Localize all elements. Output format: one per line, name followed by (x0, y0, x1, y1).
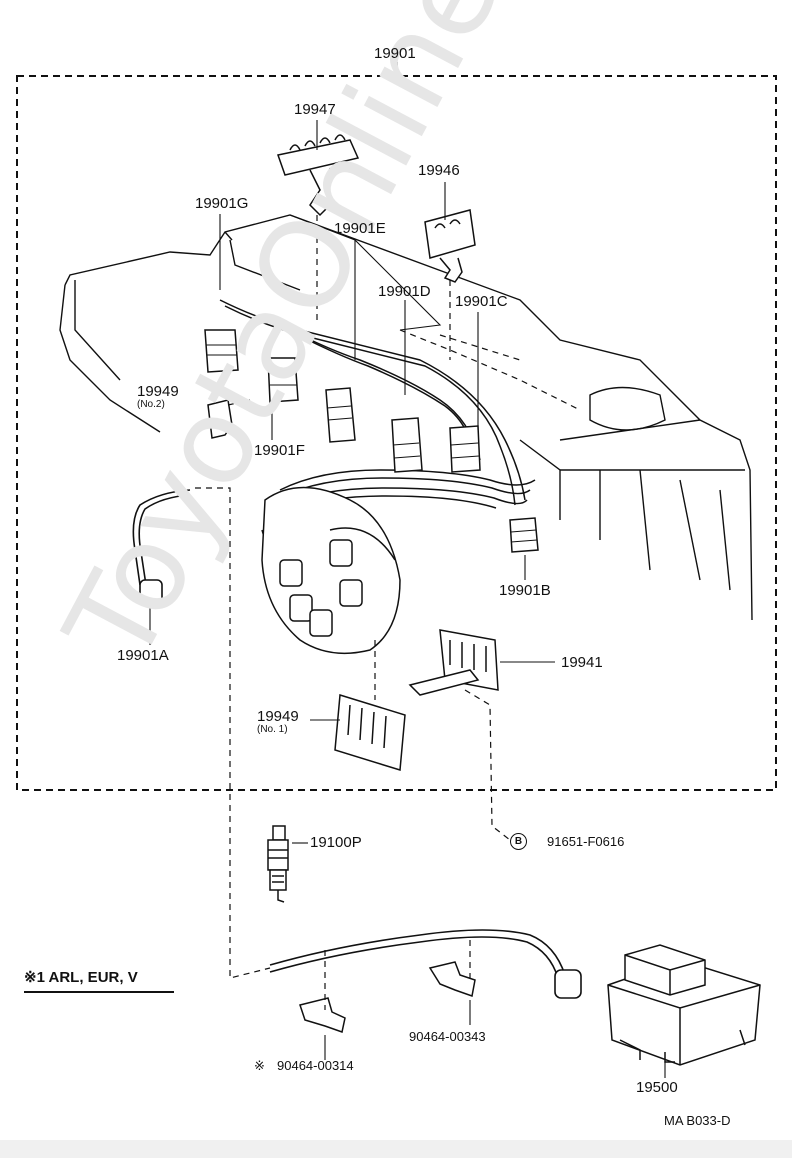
distributor (261, 486, 401, 655)
diagram-code: MA B033-D (664, 1113, 731, 1128)
label-19901E: 19901E (334, 220, 386, 237)
note-underline (24, 991, 174, 993)
clamp-90464-00314 (299, 997, 346, 1033)
ignition-coil-19500 (607, 944, 761, 1066)
dashed-leaders (195, 215, 581, 1010)
note-variant: ※1 ARL, EUR, V (24, 969, 138, 986)
engine-cover (59, 214, 753, 621)
marker-b: B (510, 833, 527, 850)
label-19949-no1: 19949 (257, 708, 299, 725)
clamp-19947 (277, 134, 360, 217)
label-19949-no1-sub: (No. 1) (257, 724, 288, 735)
label-19901B: 19901B (499, 582, 551, 599)
leader-lines (149, 120, 666, 1078)
clip-19949-no2 (207, 399, 233, 439)
label-19901A: 19901A (117, 647, 169, 664)
label-90464-00314: 90464-00314 (277, 1058, 354, 1073)
coil-wire (269, 929, 582, 999)
marker-asterisk: ※ (254, 1058, 265, 1073)
label-19941: 19941 (561, 654, 603, 671)
label-91651-F0616: 91651-F0616 (547, 834, 625, 849)
label-90464-00343: 90464-00343 (409, 1029, 486, 1044)
spark-plug-19100P (267, 825, 289, 903)
clamp-19941 (408, 629, 499, 696)
label-19946: 19946 (418, 162, 460, 179)
label-19901F: 19901F (254, 442, 305, 459)
cap-bands (206, 344, 538, 543)
clamp-19949-no1 (334, 694, 406, 771)
clamp-19946 (424, 209, 476, 283)
label-19901C: 19901C (455, 293, 508, 310)
label-19949-no2-sub: (No.2) (137, 399, 165, 410)
wire-19901A (132, 489, 191, 605)
label-19901D: 19901D (378, 283, 431, 300)
label-19949-no2: 19949 (137, 383, 179, 400)
label-19500: 19500 (636, 1079, 678, 1096)
plug-caps (204, 329, 539, 553)
clamp-90464-00343 (428, 961, 476, 997)
label-19947: 19947 (294, 101, 336, 118)
label-19100P: 19100P (310, 834, 362, 851)
label-19901G: 19901G (195, 195, 249, 212)
footer-band (0, 1140, 792, 1158)
assembly-frame (16, 75, 777, 791)
label-19901: 19901 (374, 45, 416, 62)
